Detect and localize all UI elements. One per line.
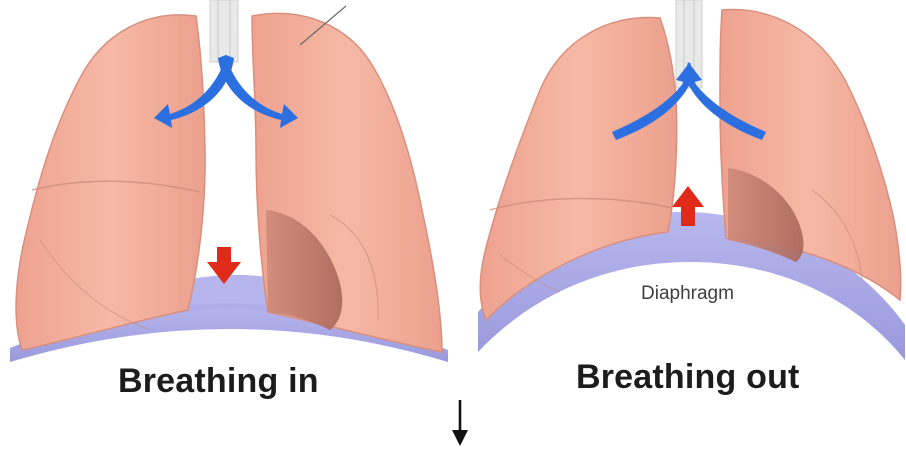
caption-breathing-in: Breathing in <box>118 362 319 401</box>
inhale-panel <box>10 0 448 362</box>
arrow-down-icon-between <box>452 400 468 446</box>
trachea-left-panel <box>210 0 238 62</box>
exhale-panel <box>478 0 905 360</box>
caption-breathing-out: Breathing out <box>576 358 800 397</box>
left-lung-inhale <box>16 15 205 350</box>
label-diaphragm: Diaphragm <box>641 283 734 305</box>
